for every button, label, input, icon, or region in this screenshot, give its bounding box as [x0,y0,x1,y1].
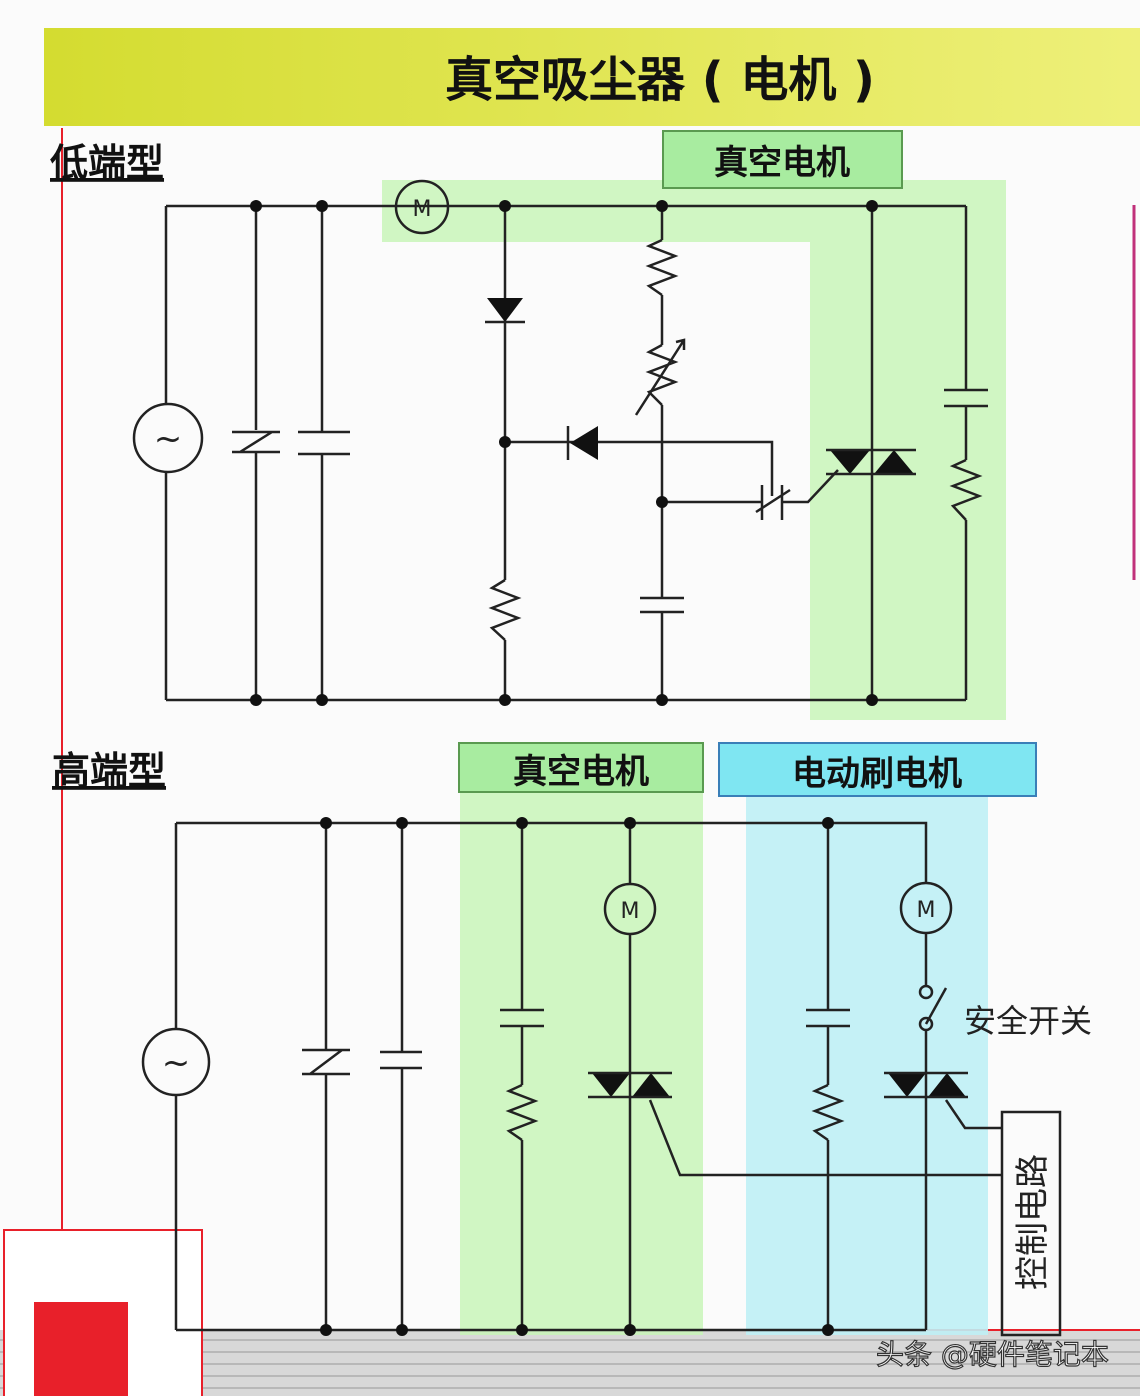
diode-icon [570,426,598,460]
triac-icon [830,450,870,474]
high-brush-highlight [746,795,988,1335]
high-vacuum-highlight [460,790,703,1335]
triac-icon [592,1073,630,1097]
triac-icon [888,1073,926,1097]
title-bar [44,28,1140,126]
control-circuit-label: 控制电路 [1013,1154,1053,1290]
page-title: 真空吸尘器 ( 电机 ) [445,52,875,108]
low-circuit: ~ M [132,179,988,706]
high-vacuum-label-box [458,742,704,793]
watermark: 头条 @硬件笔记本 [876,1338,1109,1371]
red-block [34,1302,128,1396]
low-vacuum-label-box [662,130,903,189]
motor-symbol: M [413,197,432,222]
high-vacuum-label: 真空电机 [513,752,649,792]
ac-source-icon [141,1027,211,1097]
low-vacuum-highlight [382,180,1006,720]
high-circuit: ~ M M 安全开关 控制电路 [141,817,1092,1337]
motor-icon [899,881,953,935]
low-vacuum-label: 真空电机 [714,143,850,183]
high-brush-label-box [718,742,1037,797]
low-end-label: 低端型 [50,141,164,185]
control-circuit-box [1000,1110,1062,1337]
high-end-label: 高端型 [52,749,166,793]
motor-symbol: M [917,898,936,923]
ac-source-icon [132,402,204,474]
ac-symbol: ~ [162,1043,191,1083]
safety-switch-icon [918,984,948,1032]
motor-icon [603,882,657,936]
high-brush-label: 电动刷电机 [792,754,962,794]
safety-switch-label: 安全开关 [964,1002,1092,1040]
diode-icon [487,298,523,322]
ac-symbol: ~ [154,419,183,459]
motor-icon [394,179,450,235]
motor-symbol: M [621,899,640,924]
